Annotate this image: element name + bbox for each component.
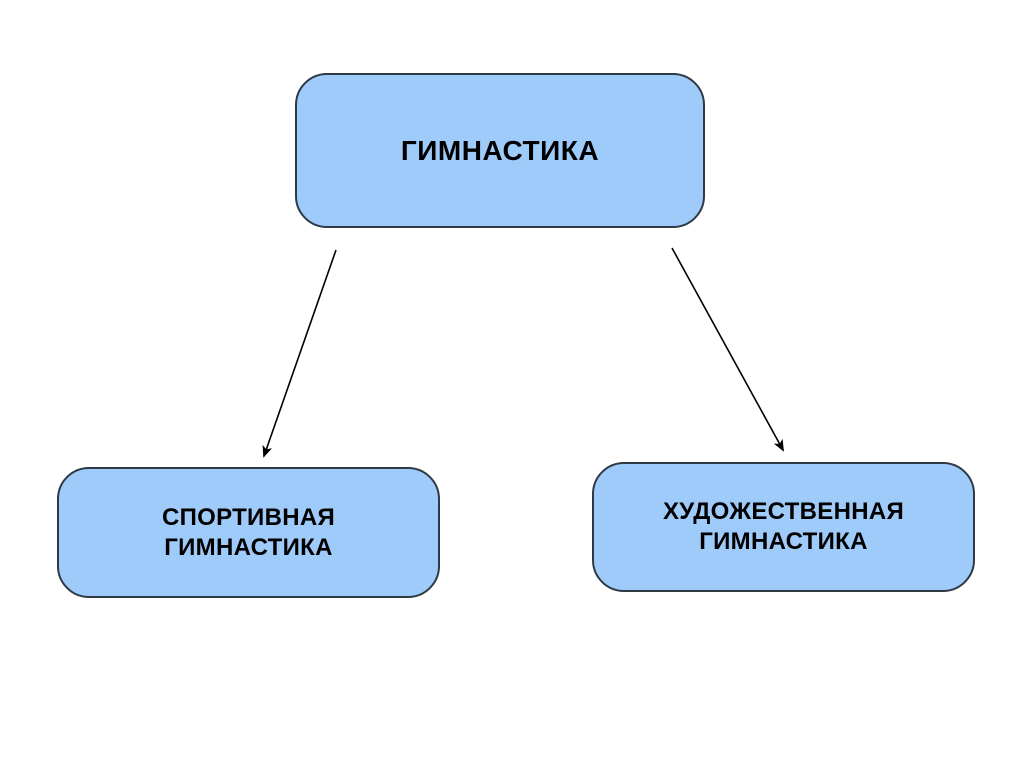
node-sports-gymnastics: СПОРТИВНАЯ ГИМНАСТИКА — [57, 467, 440, 598]
node-sports-gymnastics-label-line2: ГИМНАСТИКА — [164, 533, 333, 561]
arrow-root-to-artistic — [671, 247, 784, 452]
node-gymnastics-root-label: ГИМНАСТИКА — [400, 134, 600, 166]
node-artistic-gymnastics: ХУДОЖЕСТВЕННАЯ ГИМНАСТИКА — [592, 462, 975, 592]
node-gymnastics-root: ГИМНАСТИКА — [295, 73, 705, 228]
arrow-root-to-sports — [262, 249, 337, 458]
node-artistic-gymnastics-label-line1: ХУДОЖЕСТВЕННАЯ — [662, 498, 905, 525]
node-artistic-gymnastics-label-line2: ГИМНАСТИКА — [699, 528, 868, 555]
node-sports-gymnastics-label-line1: СПОРТИВНАЯ — [161, 503, 336, 531]
